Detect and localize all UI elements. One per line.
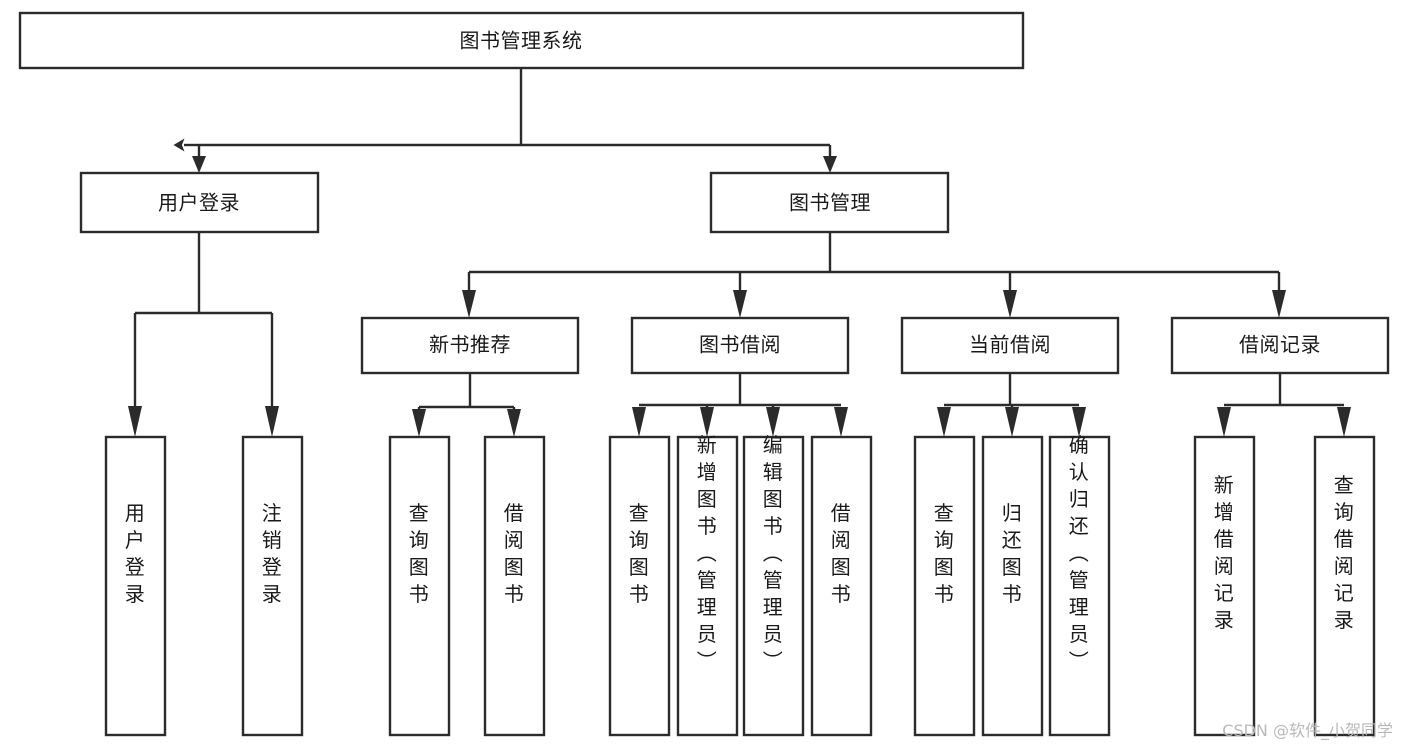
leaf-user-login-1-label: 用户登录: [125, 501, 146, 606]
node-borrow-records-box[interactable]: [1170, 316, 1390, 375]
arrow-userlogin-leaf-1: [128, 406, 142, 437]
node-book-borrow[interactable]: 图书借阅: [630, 316, 850, 375]
arrow-userlogin-leaf-2: [265, 406, 279, 437]
leaf-borrow-record-1-box[interactable]: [1193, 435, 1256, 737]
node-current-borrow[interactable]: 当前借阅: [900, 316, 1120, 375]
leaf-book-borrow-4-label: 借阅图书: [831, 501, 852, 606]
arrow-borrow-leaf-3: [766, 407, 780, 437]
node-new-book-recommend-label: 新书推荐: [429, 333, 511, 357]
node-root-label: 图书管理系统: [460, 29, 583, 53]
leaf-book-borrow-3-box[interactable]: [742, 435, 805, 737]
edges-layer: [128, 68, 1351, 437]
node-book-management-label: 图书管理: [789, 191, 871, 215]
leaf-new-book-1-label: 查询图书: [409, 501, 430, 606]
leaf-book-borrow-4[interactable]: 借阅图书: [810, 435, 873, 737]
arrow-bookmgmt-child-1: [462, 290, 476, 318]
leaf-book-borrow-1-label: 查询图书: [629, 501, 650, 606]
node-book-management-box[interactable]: [709, 171, 950, 234]
arrow-bookmgmt-child-4: [1272, 290, 1286, 318]
arrow-borrow-leaf-2: [700, 407, 714, 437]
leaf-book-borrow-2-box[interactable]: [676, 435, 739, 737]
leaf-borrow-record-2-box[interactable]: [1313, 435, 1376, 737]
csdn-watermark: CSDN @软件_小贺同学: [1222, 721, 1393, 740]
leaf-book-borrow-3[interactable]: 编辑图书︵管理员︶: [742, 433, 805, 737]
leaf-new-book-2[interactable]: 借阅图书: [483, 435, 546, 737]
node-current-borrow-box[interactable]: [900, 316, 1120, 375]
leaf-book-borrow-2[interactable]: 新增图书︵管理员︶: [676, 433, 739, 737]
leaf-user-login-2-box[interactable]: [241, 435, 304, 737]
node-user-login-label: 用户登录: [158, 191, 240, 215]
leaf-current-borrow-1-label: 查询图书: [934, 501, 955, 606]
node-borrow-records-label: 借阅记录: [1239, 333, 1321, 357]
arrow-bookmgmt-child-3: [1003, 290, 1017, 318]
leaf-user-login-1-box[interactable]: [104, 435, 167, 737]
leaf-new-book-1-box[interactable]: [388, 435, 451, 737]
leaf-current-borrow-2[interactable]: 归还图书: [981, 435, 1044, 737]
arrow-records-leaf-1: [1217, 407, 1231, 437]
leaf-borrow-record-1-label: 新增借阅记录: [1214, 473, 1235, 632]
leaf-current-borrow-3-label: 确认归还︵管理员︶: [1069, 433, 1090, 673]
arrow-newbook-leaf-1: [412, 409, 426, 437]
arrow-bookmgmt-child-2: [733, 290, 747, 318]
leaf-borrow-record-2[interactable]: 查询借阅记录: [1313, 435, 1376, 737]
arrow-root-to-book-mgmt: [823, 156, 837, 173]
leaf-new-book-2-label: 借阅图书: [504, 501, 525, 606]
node-book-management[interactable]: 图书管理: [709, 171, 950, 234]
leaf-new-book-1[interactable]: 查询图书: [388, 435, 451, 737]
node-new-book-recommend[interactable]: 新书推荐: [360, 316, 580, 375]
leaf-current-borrow-1-box[interactable]: [913, 435, 976, 737]
leaf-book-borrow-4-box[interactable]: [810, 435, 873, 737]
node-book-borrow-label: 图书借阅: [699, 333, 781, 357]
leaf-current-borrow-3-box[interactable]: [1048, 435, 1111, 737]
leaf-book-borrow-1-box[interactable]: [608, 435, 671, 737]
node-book-borrow-box[interactable]: [630, 316, 850, 375]
arrow-records-leaf-2: [1337, 407, 1351, 437]
node-user-login-box[interactable]: [79, 171, 320, 234]
arrow-current-leaf-3: [1072, 407, 1086, 437]
arrow-borrow-leaf-1: [632, 407, 646, 437]
leaf-current-borrow-2-label: 归还图书: [1002, 501, 1023, 606]
node-borrow-records[interactable]: 借阅记录: [1170, 316, 1390, 375]
node-root[interactable]: 图书管理系统: [18, 11, 1025, 70]
leaf-user-login-1[interactable]: 用户登录: [104, 435, 167, 737]
node-user-login[interactable]: 用户登录: [79, 171, 320, 234]
leaf-current-borrow-3[interactable]: 确认归还︵管理员︶: [1048, 433, 1111, 737]
leaf-current-borrow-2-box[interactable]: [981, 435, 1044, 737]
leaf-user-login-2[interactable]: 注销登录: [241, 435, 304, 737]
arrow-root-to-user-login: [192, 156, 206, 173]
leaf-book-borrow-3-label: 编辑图书︵管理员︶: [763, 433, 784, 673]
node-current-borrow-label: 当前借阅: [969, 333, 1051, 357]
arrow-current-leaf-2: [1005, 407, 1019, 437]
arrow-newbook-leaf-2: [507, 409, 521, 437]
leaf-current-borrow-1[interactable]: 查询图书: [913, 435, 976, 737]
leaf-user-login-2-label: 注销登录: [262, 501, 283, 606]
nodes-layer: 图书管理系统 用户登录 图书管理 新书推荐 图书借阅: [18, 11, 1390, 737]
arrow-current-leaf-1: [937, 407, 951, 437]
leaf-borrow-record-1[interactable]: 新增借阅记录: [1193, 435, 1256, 737]
arrow-borrow-leaf-4: [834, 407, 848, 437]
leaf-borrow-record-2-label: 查询借阅记录: [1334, 473, 1355, 632]
leaf-book-borrow-1[interactable]: 查询图书: [608, 435, 671, 737]
leaf-new-book-2-box[interactable]: [483, 435, 546, 737]
leaf-book-borrow-2-label: 新增图书︵管理员︶: [697, 433, 718, 673]
node-root-box[interactable]: [18, 11, 1025, 70]
node-new-book-recommend-box[interactable]: [360, 316, 580, 375]
